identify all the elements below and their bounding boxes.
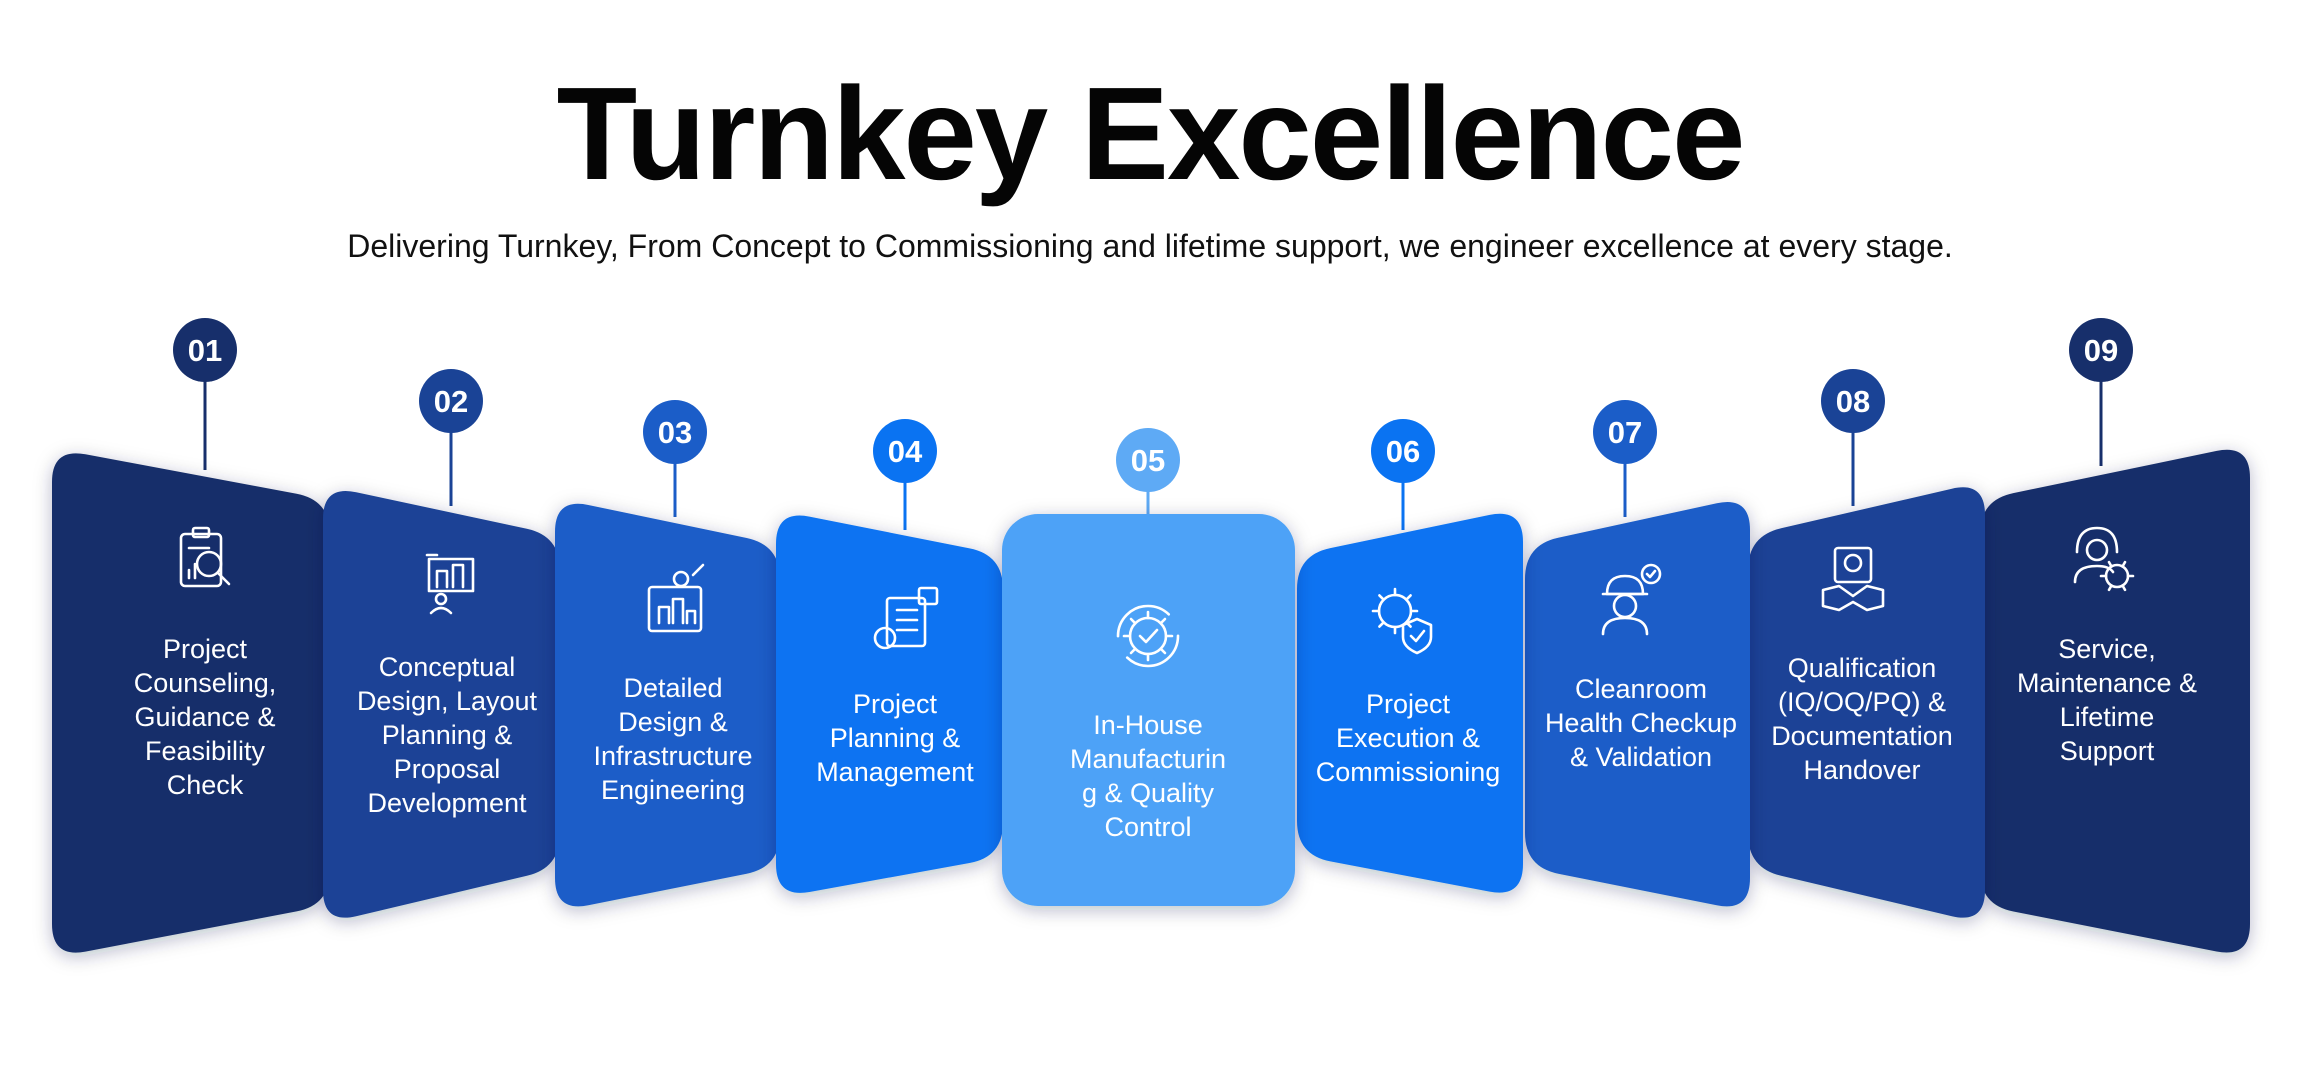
step-label-line: Detailed <box>623 673 722 703</box>
step-label-line: Maintenance & <box>2017 668 2197 698</box>
infrastructure-blueprint-icon <box>647 563 705 633</box>
step-card <box>1297 513 1523 893</box>
step-label-line: Development <box>367 788 527 818</box>
step-card <box>1748 487 1985 918</box>
step-label-line: Infrastructure <box>593 741 752 771</box>
step-label-line: Commissioning <box>1316 757 1501 787</box>
step-card <box>323 490 560 918</box>
step-label-line: Planning & <box>382 720 513 750</box>
step-label-line: g & Quality <box>1082 778 1215 808</box>
planning-checklist-icon <box>873 586 939 650</box>
step-label-line: Design & <box>618 707 728 737</box>
step-number-badge <box>1593 400 1657 464</box>
step-number-badge <box>2069 318 2133 382</box>
step-label-line: Project <box>853 689 938 719</box>
clipboard-search-icon <box>179 526 231 588</box>
step-label-line: Project <box>163 634 248 664</box>
step-number-badge <box>419 369 483 433</box>
step-card <box>776 515 1003 893</box>
step-number-badge <box>1116 428 1180 492</box>
step-number-badge <box>1371 419 1435 483</box>
step-label-line: Health Checkup <box>1545 708 1737 738</box>
step-number-badge <box>1821 369 1885 433</box>
step-label-line: Counseling, <box>134 668 277 698</box>
certificate-handshake-icon <box>1821 546 1885 612</box>
step-number-badge <box>643 400 707 464</box>
step-label-line: Service, <box>2058 634 2156 664</box>
support-headset-gear-icon <box>2073 526 2135 592</box>
step-label-line: Conceptual <box>379 652 516 682</box>
step-card <box>555 503 780 907</box>
step-number-badge <box>873 419 937 483</box>
step-card <box>1980 449 2250 953</box>
step-label-line: Feasibility <box>145 736 266 766</box>
step-label-line: Support <box>2060 736 2155 766</box>
step-label-line: Design, Layout <box>357 686 538 716</box>
step-label-line: Manufacturin <box>1070 744 1226 774</box>
page-title: Turnkey Excellence <box>556 60 1746 207</box>
step-label-line: Planning & <box>830 723 961 753</box>
step-number: 03 <box>658 415 692 450</box>
step-label-line: Engineering <box>601 775 745 805</box>
gear-check-cycle-icon <box>1116 604 1180 668</box>
step-label-line: Check <box>167 770 244 800</box>
step-label-line: Qualification <box>1788 653 1937 683</box>
step-number-badge <box>173 318 237 382</box>
step-card <box>52 453 330 953</box>
step-label-line: Handover <box>1803 755 1920 785</box>
step-number: 01 <box>188 333 222 368</box>
step-number: 02 <box>434 384 468 419</box>
step-label-line: Execution & <box>1336 723 1480 753</box>
step-number: 07 <box>1608 415 1642 450</box>
step-number: 08 <box>1836 384 1870 419</box>
step-label-line: Control <box>1104 812 1191 842</box>
gear-shield-icon <box>1371 587 1433 655</box>
step-label-line: In-House <box>1093 710 1203 740</box>
page-subtitle: Delivering Turnkey, From Concept to Comm… <box>347 228 1953 264</box>
step-label-line: & Validation <box>1570 742 1712 772</box>
worker-check-icon <box>1601 563 1662 636</box>
step-label-line: (IQ/OQ/PQ) & <box>1778 687 1946 717</box>
blueprint-engineer-icon <box>425 553 475 615</box>
step-card <box>1525 501 1750 907</box>
step-label-line: Project <box>1366 689 1451 719</box>
step-number: 04 <box>888 434 923 469</box>
step-number: 06 <box>1386 434 1420 469</box>
step-label-line: Lifetime <box>2060 702 2155 732</box>
step-label-line: Cleanroom <box>1575 674 1707 704</box>
step-label-line: Management <box>816 757 974 787</box>
step-label-line: Documentation <box>1771 721 1953 751</box>
step-label-line: Proposal <box>394 754 501 784</box>
step-card <box>1002 514 1295 906</box>
step-number: 09 <box>2084 333 2118 368</box>
step-label-line: Guidance & <box>134 702 275 732</box>
step-number: 05 <box>1131 443 1165 478</box>
